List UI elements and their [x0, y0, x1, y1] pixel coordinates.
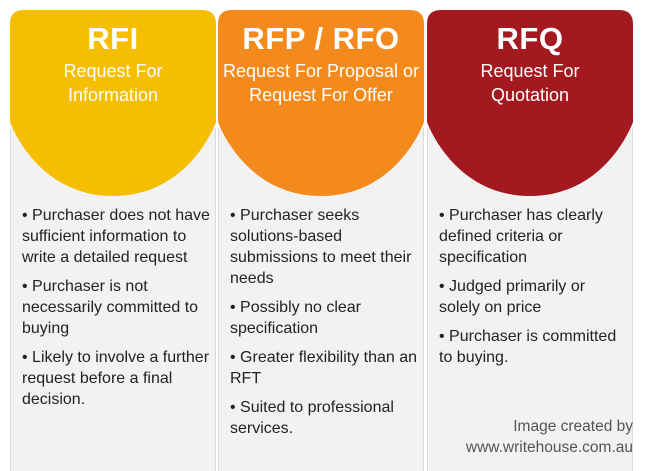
rfq-header-shape	[427, 10, 633, 196]
rfq-bullet-3: • Purchaser is committed to buying.	[439, 328, 617, 366]
rfp-bullet-3: • Greater flexibility than an RFT	[230, 349, 418, 387]
rfi-header: RFI Request For Information	[10, 10, 216, 196]
rfp-card: RFP / RFO Request For Proposal or Reques…	[218, 0, 424, 471]
rfp-subtitle: Request For Proposal or Request For Offe…	[222, 61, 420, 105]
rfi-bullet-2: • Purchaser is not necessarily committed…	[22, 278, 199, 337]
rfi-title: RFI	[87, 21, 139, 56]
rfp-header-shape	[218, 10, 424, 196]
rfq-bullet-list: • Purchaser has clearly defined criteria…	[439, 205, 627, 376]
rfp-bullet-list: • Purchaser seeks solutions-based submis…	[230, 205, 418, 447]
rfp-header-text: RFP / RFO Request For Proposal or Reques…	[218, 20, 424, 107]
rfi-bullet-list: • Purchaser does not have sufficient inf…	[22, 205, 210, 418]
rfq-header: RFQ Request For Quotation	[427, 10, 633, 196]
rfi-bullet-1: • Purchaser does not have sufficient inf…	[22, 207, 210, 266]
rfp-bullet-1: • Purchaser seeks solutions-based submis…	[230, 207, 412, 287]
rfp-bullet-4: • Suited to professional services.	[230, 399, 394, 437]
image-credit: Image created by www.writehouse.com.au	[413, 416, 633, 458]
rfi-header-shape	[10, 10, 216, 196]
credit-line-1: Image created by	[513, 418, 633, 435]
rfi-header-text: RFI Request For Information	[10, 20, 216, 107]
rfi-subtitle: Request For Information	[63, 61, 163, 105]
rfq-header-fill	[427, 10, 633, 196]
rfq-header-text: RFQ Request For Quotation	[427, 20, 633, 107]
rfp-bullet-2: • Possibly no clear specification	[230, 299, 361, 337]
rfq-subtitle: Request For Quotation	[480, 61, 580, 105]
rfq-title: RFQ	[496, 21, 564, 56]
rfq-bullet-1: • Purchaser has clearly defined criteria…	[439, 207, 603, 266]
rfi-card: RFI Request For Information • Purchaser …	[10, 0, 216, 471]
rfp-title: RFP / RFO	[242, 21, 400, 56]
rfi-header-fill	[10, 10, 216, 196]
rfp-header-fill	[218, 10, 424, 196]
rfp-header: RFP / RFO Request For Proposal or Reques…	[218, 10, 424, 196]
rfi-bullet-3: • Likely to involve a further request be…	[22, 349, 210, 408]
credit-line-2: www.writehouse.com.au	[465, 439, 633, 456]
rfq-bullet-2: • Judged primarily or solely on price	[439, 278, 586, 316]
rfq-card: RFQ Request For Quotation • Purchaser ha…	[427, 0, 633, 471]
